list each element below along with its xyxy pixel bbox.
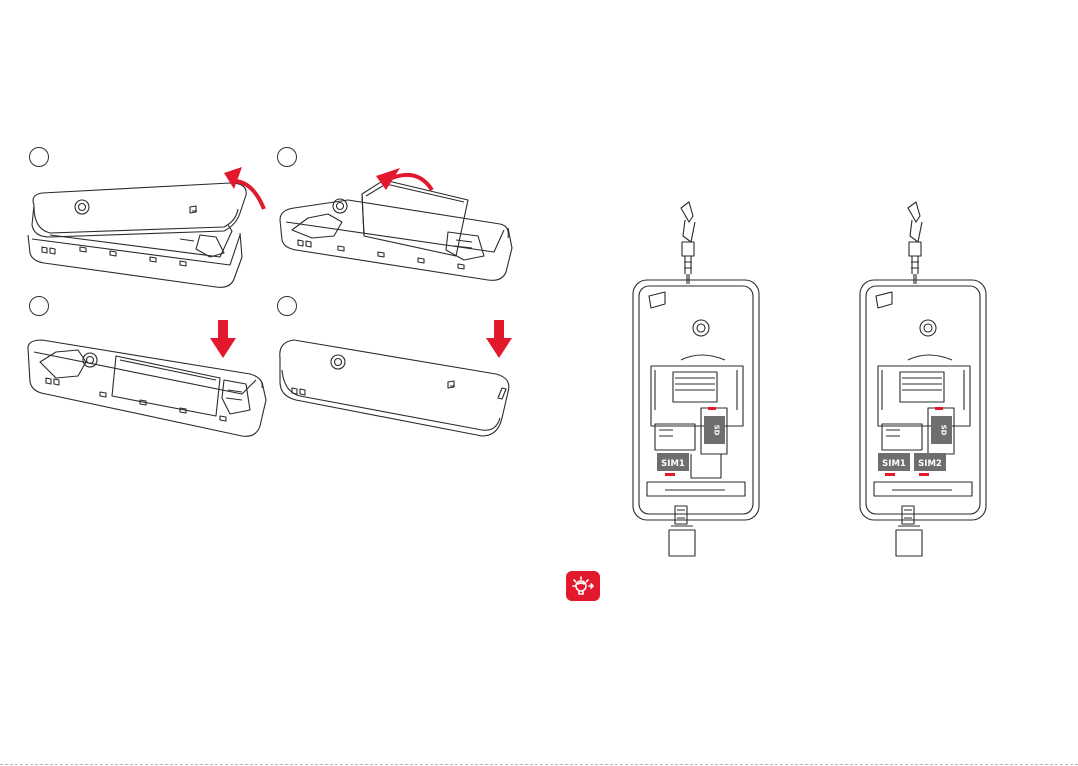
sd-label-dual: SD bbox=[940, 425, 948, 436]
sim-diagram-single: SD SIM1 bbox=[625, 200, 770, 570]
page-bottom-guide bbox=[0, 764, 1078, 765]
step-circle-4 bbox=[277, 296, 297, 316]
lightbulb-tip-icon bbox=[566, 571, 600, 601]
step-circle-3 bbox=[29, 296, 49, 316]
figure-remove-back-cover bbox=[20, 165, 275, 295]
sim1-label-dual: SIM1 bbox=[882, 459, 906, 469]
sim1-label: SIM1 bbox=[661, 459, 685, 469]
figure-remove-battery bbox=[268, 160, 528, 295]
sim-diagram-dual: SD SIM1 SIM2 bbox=[852, 200, 997, 570]
figure-replace-back-cover bbox=[272, 318, 534, 443]
step-circle-1 bbox=[29, 147, 49, 167]
sim2-label: SIM2 bbox=[918, 459, 942, 469]
sd-label: SD bbox=[713, 425, 721, 436]
figure-insert-battery bbox=[20, 318, 280, 443]
